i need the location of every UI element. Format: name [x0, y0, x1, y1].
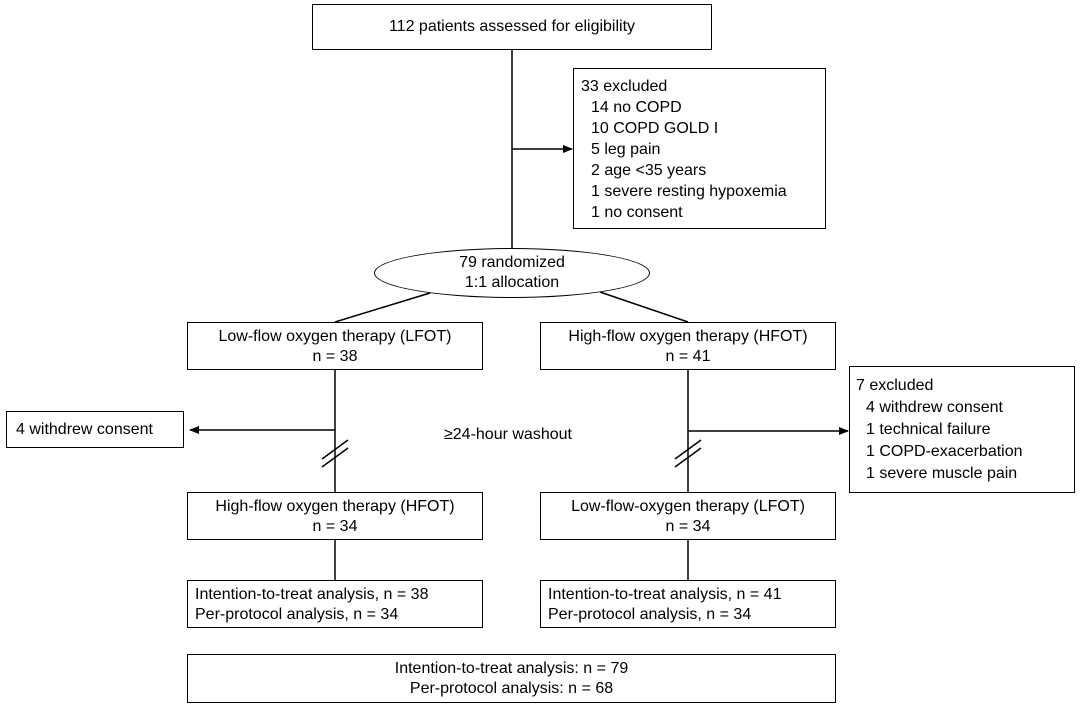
cross-left-box: High-flow oxygen therapy (HFOT) n = 34: [187, 492, 483, 540]
excluded-initial-box: 33 excluded 14 no COPD 10 COPD GOLD I 5 …: [573, 68, 826, 229]
excluded-initial-item: 5 leg pain: [591, 141, 661, 158]
randomized-oval: 79 randomized 1:1 allocation: [374, 248, 650, 298]
arm-hfot-count: n = 41: [665, 348, 711, 365]
break-mark-right-1: [674, 439, 702, 460]
connector-randomized-hfot: [599, 291, 689, 323]
excluded-right-item: 4 withdrew consent: [866, 399, 1003, 416]
cross-right-box: Low-flow-oxygen therapy (LFOT) n = 34: [540, 492, 836, 540]
excluded-right-item: 1 technical failure: [866, 421, 991, 438]
arm-hfot-box: High-flow oxygen therapy (HFOT) n = 41: [540, 322, 836, 370]
excluded-initial-title: 33 excluded: [581, 78, 668, 95]
excluded-initial-item: 2 age <35 years: [591, 162, 707, 179]
analysis-right-box: Intention-to-treat analysis, n = 41 Per-…: [540, 580, 836, 628]
cross-left-count: n = 34: [312, 518, 358, 535]
randomized-line2: 1:1 allocation: [464, 274, 560, 291]
analysis-left-pp: Per-protocol analysis, n = 34: [195, 606, 399, 623]
arm-lfot-count: n = 38: [312, 348, 358, 365]
excluded-initial-item: 10 COPD GOLD I: [591, 120, 719, 137]
cross-left-title: High-flow oxygen therapy (HFOT): [215, 498, 455, 515]
analysis-left-itt: Intention-to-treat analysis, n = 38: [195, 586, 429, 603]
excluded-initial-item: 1 severe resting hypoxemia: [591, 183, 787, 200]
analysis-total-itt: Intention-to-treat analysis: n = 79: [394, 660, 629, 677]
excluded-initial-item: 1 no consent: [591, 204, 683, 221]
randomized-line1: 79 randomized: [459, 254, 565, 271]
break-mark-right-2: [674, 447, 702, 468]
arm-lfot-title: Low-flow oxygen therapy (LFOT): [218, 328, 452, 345]
analysis-left-box: Intention-to-treat analysis, n = 38 Per-…: [187, 580, 483, 628]
screening-box: 112 patients assessed for eligibility: [312, 4, 712, 50]
withdrew-left-text: 4 withdrew consent: [16, 421, 153, 438]
excluded-initial-item: 14 no COPD: [591, 99, 682, 116]
screening-text: 112 patients assessed for eligibility: [388, 18, 636, 35]
excluded-right-item: 1 severe muscle pain: [866, 465, 1018, 482]
excluded-right-title: 7 excluded: [856, 377, 934, 394]
cross-right-title: Low-flow-oxygen therapy (LFOT): [571, 498, 805, 515]
withdrew-left-box: 4 withdrew consent: [6, 411, 184, 448]
excluded-right-box: 7 excluded 4 withdrew consent 1 technica…: [849, 366, 1075, 493]
connector-randomized-lfot: [334, 292, 431, 323]
washout-label: ≥24-hour washout: [444, 426, 572, 443]
cross-right-count: n = 34: [665, 518, 711, 535]
analysis-total-pp: Per-protocol analysis: n = 68: [409, 680, 614, 697]
analysis-right-pp: Per-protocol analysis, n = 34: [548, 606, 752, 623]
arm-lfot-box: Low-flow oxygen therapy (LFOT) n = 38: [187, 322, 483, 370]
analysis-right-itt: Intention-to-treat analysis, n = 41: [548, 586, 782, 603]
analysis-total-box: Intention-to-treat analysis: n = 79 Per-…: [187, 654, 836, 703]
break-mark-left-2: [321, 447, 349, 468]
arm-hfot-title: High-flow oxygen therapy (HFOT): [568, 328, 808, 345]
break-mark-left-1: [321, 439, 349, 460]
excluded-right-item: 1 COPD-exacerbation: [866, 443, 1023, 460]
